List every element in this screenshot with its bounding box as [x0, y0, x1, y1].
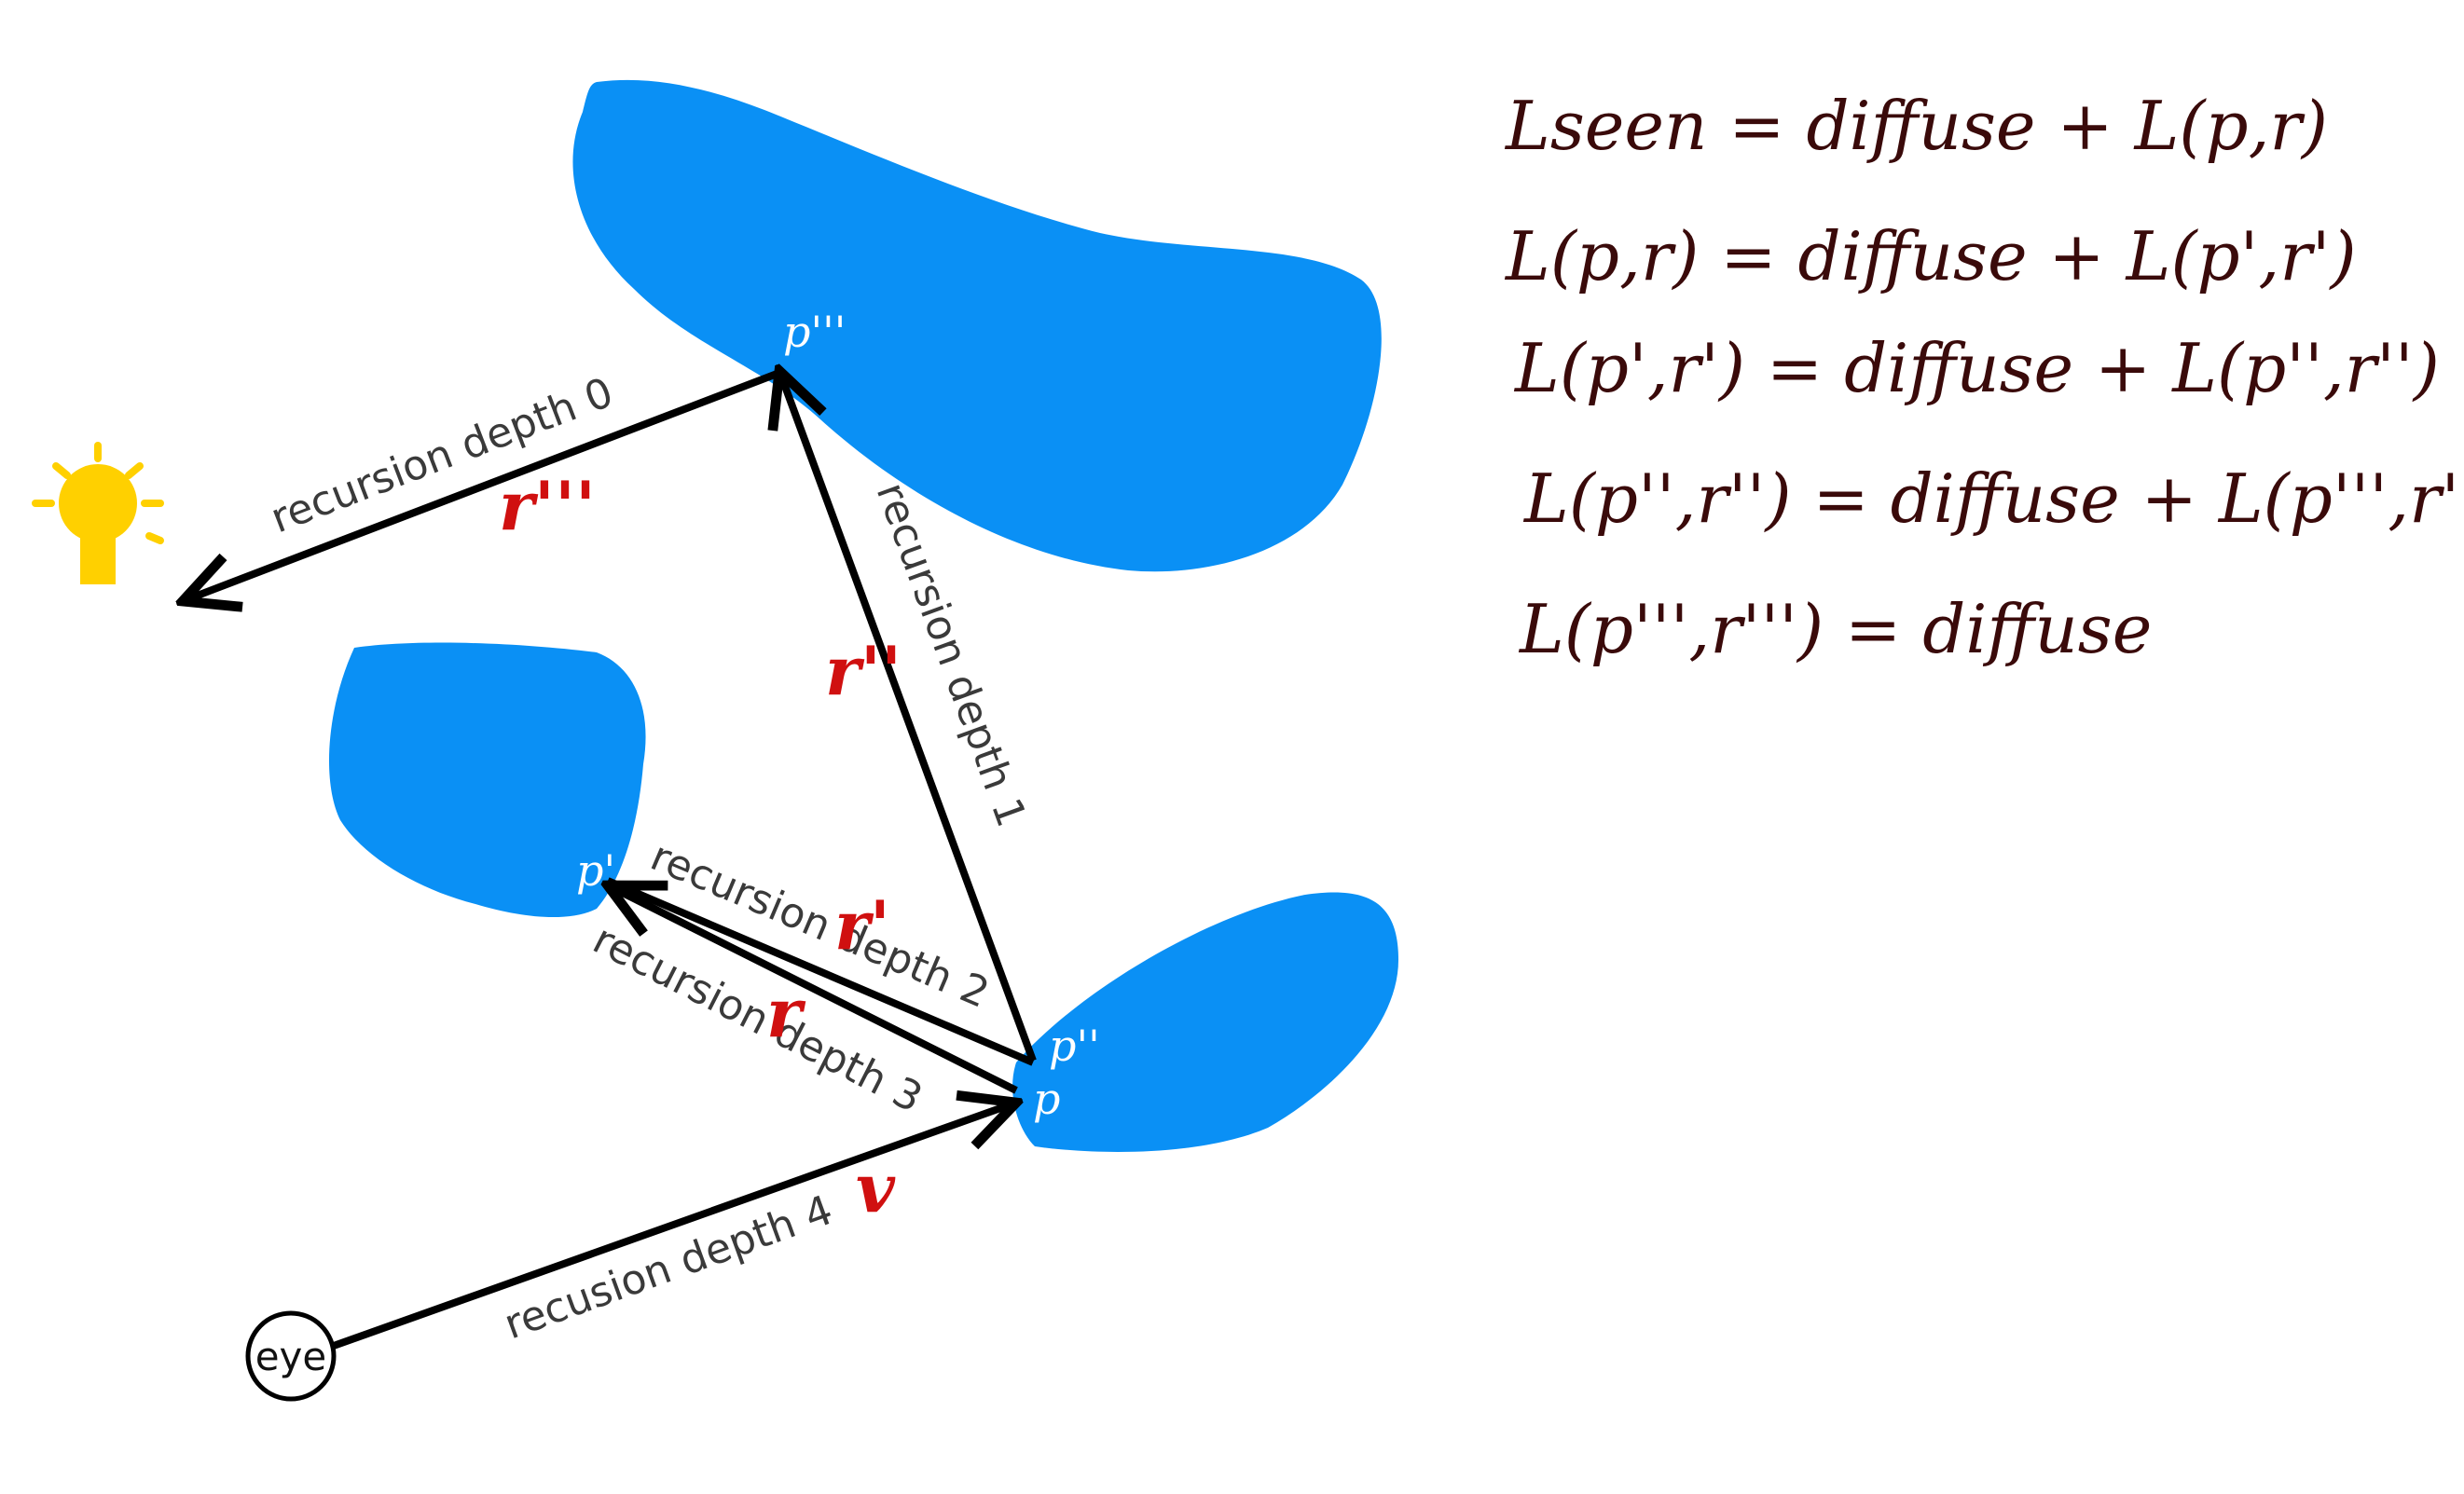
point-label-p2: p''	[1049, 1021, 1100, 1071]
ray-label-r1: r'	[834, 885, 890, 965]
lightbulb-icon	[32, 442, 164, 584]
ray-depth-3	[608, 885, 1018, 1094]
ray-depth-0	[183, 369, 781, 601]
ray-label-r: r	[766, 973, 806, 1052]
equation-line: L(p,r) = diffuse + L(p',r')	[1504, 217, 2357, 295]
ray-label-r2: r''	[825, 631, 902, 710]
point-label-p: p	[1033, 1074, 1060, 1124]
ray-depth-2	[606, 877, 1035, 1066]
rays	[183, 369, 1037, 1350]
ray-depth-4	[329, 1103, 1016, 1350]
point-label-p3: p'''	[783, 307, 846, 357]
eye-label: eye	[255, 1334, 327, 1379]
large-object	[572, 79, 1382, 572]
equation-line: L(p''',r''') = diffuse	[1518, 590, 2152, 668]
equations: Lseen = diffuse + L(p,r) L(p,r) = diffus…	[1504, 87, 2464, 668]
small-object	[1012, 892, 1398, 1152]
equation-line: L(p'',r'') = diffuse + L(p''',r''')	[1522, 459, 2464, 538]
equation-line: Lseen = diffuse + L(p,r)	[1504, 87, 2328, 165]
medium-object	[329, 642, 646, 918]
equation-line: L(p',r') = diffuse + L(p'',r'')	[1513, 329, 2440, 407]
point-label-p1: p'	[576, 845, 615, 896]
ray-depth-1	[779, 371, 1037, 1062]
eye-node: eye	[245, 1310, 337, 1402]
ray-label-r3: r'''	[499, 466, 596, 545]
ray-label-v: v	[856, 1148, 896, 1227]
